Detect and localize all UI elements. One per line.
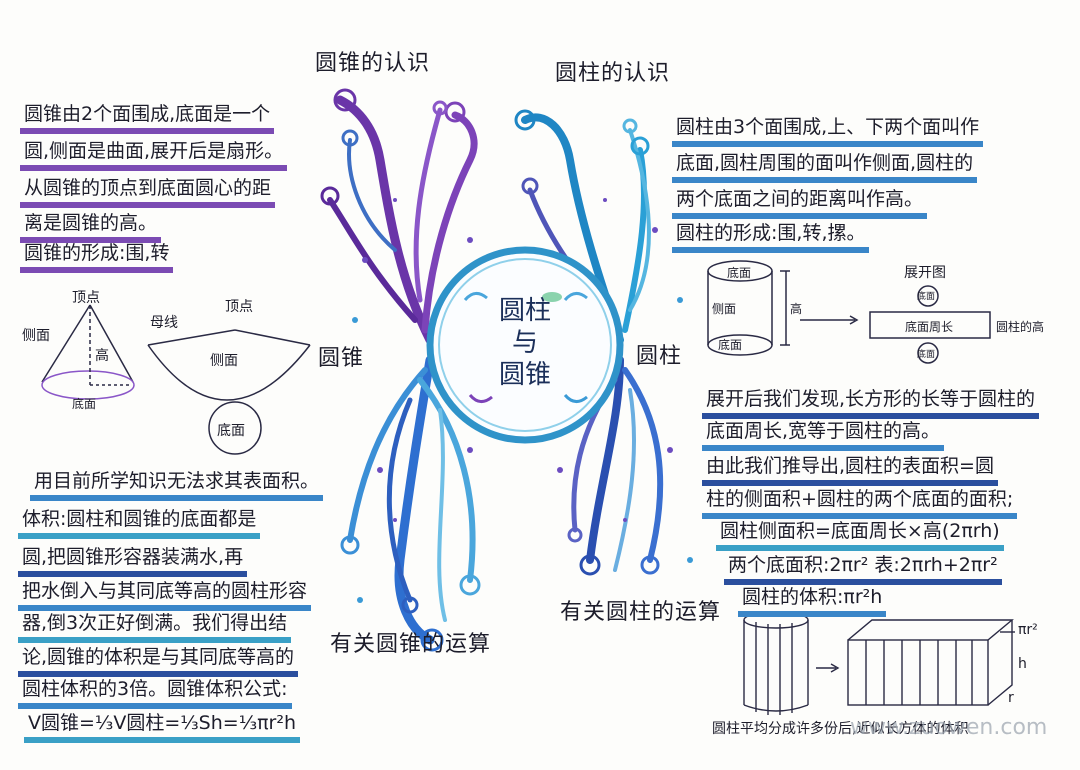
heading-cylinder: 圆柱 xyxy=(636,344,683,369)
cone-volume-line: 论,圆锥的体积是与其同底等高的 xyxy=(18,646,299,677)
cyl-label-side: 侧面 xyxy=(712,302,737,316)
sector-label-side: 侧面 xyxy=(210,353,238,369)
cylinder-calc-line: 柱的侧面积+圆柱的两个底面的面积; xyxy=(702,488,1018,519)
center-title-line3: 圆锥 xyxy=(498,360,551,390)
cone-text-line: 从圆锥的顶点到底面圆心的距 xyxy=(20,177,276,208)
sector-label-apex: 顶点 xyxy=(225,299,253,315)
cyl-label-base-bottom: 底面 xyxy=(718,338,743,352)
cone-volume-line: 把水倒入与其同底等高的圆柱形容 xyxy=(18,580,312,611)
cyl-net-title: 展开图 xyxy=(904,265,946,281)
watermark: www.zuowen.com xyxy=(850,715,1048,740)
cylinder-calc-line: 两个底面积:2πr² 表:2πrh+2πr² xyxy=(724,554,1002,585)
center-title-line2: 与 xyxy=(511,328,538,358)
cone-label-apex: 顶点 xyxy=(72,290,100,306)
cone-volume-formula: V圆锥=⅓V圆柱=⅓Sh=⅓πr²h xyxy=(24,712,301,743)
cylinder-text-line: 两个底面之间的距离叫作高。 xyxy=(672,188,928,219)
cone-text-line: 圆,侧面是曲面,展开后是扇形。 xyxy=(20,140,288,171)
cyl-label-base-top: 底面 xyxy=(727,266,752,280)
cone-volume-line: 体积:圆柱和圆锥的底面都是 xyxy=(18,508,261,539)
cone-label-height: 高 xyxy=(95,348,109,364)
cone-text-line: 离是圆锥的高。 xyxy=(20,212,162,243)
cone-label-side: 侧面 xyxy=(22,328,50,344)
cylinder-calc-line: 底面周长,宽等于圆柱的高。 xyxy=(702,420,945,451)
prism-label-h: h xyxy=(1018,656,1027,672)
cone-text-line: 圆锥的形成:围,转 xyxy=(20,242,174,273)
cone-volume-line: 圆柱体积的3倍。圆锥体积公式: xyxy=(18,678,292,709)
sector-label-generatrix: 母线 xyxy=(150,315,178,331)
center-title-line1: 圆柱 xyxy=(498,296,551,326)
cylinder-text-line: 底面,圆柱周围的面叫作侧面,圆柱的 xyxy=(672,152,978,183)
cylinder-calc-line: 由此我们推导出,圆柱的表面积=圆 xyxy=(702,455,998,486)
heading-cone: 圆锥 xyxy=(318,346,365,371)
volume-caption: 圆柱平均分成许多份后,近似长方体的体积 xyxy=(712,721,969,737)
center-title: 圆柱 与 圆锥 xyxy=(480,295,570,391)
cyl-net-base2: 底面 xyxy=(917,350,936,360)
heading-cone-intro: 圆锥的认识 xyxy=(315,51,431,76)
heading-cylinder-intro: 圆柱的认识 xyxy=(555,61,671,86)
prism-label-r: r xyxy=(1008,690,1014,706)
sector-label-base: 底面 xyxy=(217,423,245,439)
cone-volume-line: 圆,把圆锥形容器装满水,再 xyxy=(18,546,248,577)
cylinder-calc-line: 展开后我们发现,长方形的长等于圆柱的 xyxy=(702,388,1040,419)
cylinder-text-line: 圆柱由3个面围成,上、下两个面叫作 xyxy=(672,116,984,147)
cylinder-calc-line: 圆柱侧面积=底面周长×高(2πrh) xyxy=(716,520,1004,551)
cyl-net-rect-height: 圆柱的高 xyxy=(996,320,1045,334)
prism-label-top: πr² xyxy=(1018,622,1038,638)
cyl-net-base1: 底面 xyxy=(917,292,936,302)
cyl-label-height: 高 xyxy=(790,302,803,316)
cone-volume-line: 用目前所学知识无法求其表面积。 xyxy=(30,470,324,501)
cone-label-base: 底面 xyxy=(72,397,97,411)
cone-volume-line: 器,倒3次正好倒满。我们得出结 xyxy=(18,612,292,643)
cyl-net-rect-length: 底面周长 xyxy=(905,320,954,334)
cone-text-line: 圆锥由2个面围成,底面是一个 xyxy=(20,103,275,134)
heading-cylinder-calc: 有关圆柱的运算 xyxy=(560,600,722,625)
heading-cone-calc: 有关圆锥的运算 xyxy=(330,632,492,657)
cylinder-calc-line: 圆柱的体积:πr²h xyxy=(738,586,887,617)
cylinder-text-line: 圆柱的形成:围,转,摞。 xyxy=(672,222,870,253)
